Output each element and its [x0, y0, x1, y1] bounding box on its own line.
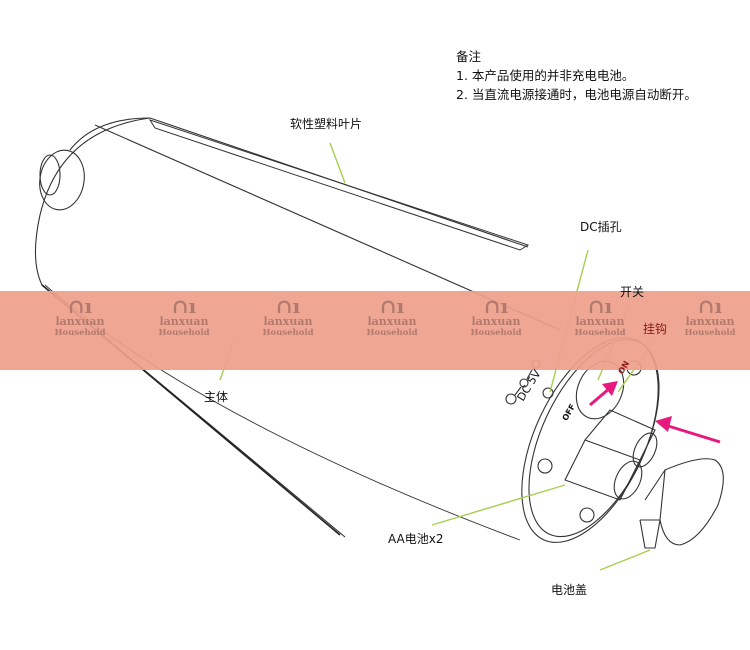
watermark-logo-icon: ∩ı	[379, 294, 405, 318]
label-switch: 开关	[620, 285, 645, 299]
note-item: 1. 本产品使用的并非充电电池。	[456, 68, 635, 83]
label-dc-jack: DC插孔	[580, 220, 622, 234]
switch-arrow	[589, 386, 611, 407]
batteries	[564, 409, 656, 501]
watermark-band	[0, 291, 750, 370]
watermark-logo-icon: ∩ı	[587, 294, 613, 318]
label-battery-cover: 电池盖	[551, 583, 588, 597]
notes-title: 备注	[456, 49, 482, 64]
battery-cover	[659, 458, 724, 546]
watermark-logo-icon: ∩ı	[171, 294, 197, 318]
leader-battery	[431, 484, 566, 526]
leader-cover	[599, 549, 651, 571]
watermark-logo-icon: ∩ı	[697, 294, 723, 318]
insert-arrow	[664, 423, 721, 444]
notes: 备注 1. 本产品使用的并非充电电池。 2. 当直流电源接通时，电池电源自动断开…	[456, 47, 697, 104]
note-item: 2. 当直流电源接通时，电池电源自动断开。	[456, 87, 697, 102]
leader-blade	[329, 142, 346, 184]
watermark-logo-icon: ∩ı	[483, 294, 509, 318]
label-body: 主体	[204, 390, 229, 404]
watermark-logo-icon: ∩ı	[67, 294, 93, 318]
label-hook: 挂钩	[643, 322, 668, 336]
label-battery: AA电池x2	[388, 532, 444, 546]
body-outline	[34, 117, 529, 538]
label-blade: 软性塑料叶片	[290, 117, 363, 131]
watermark-logo-icon: ∩ı	[275, 294, 301, 318]
blade	[148, 119, 530, 251]
